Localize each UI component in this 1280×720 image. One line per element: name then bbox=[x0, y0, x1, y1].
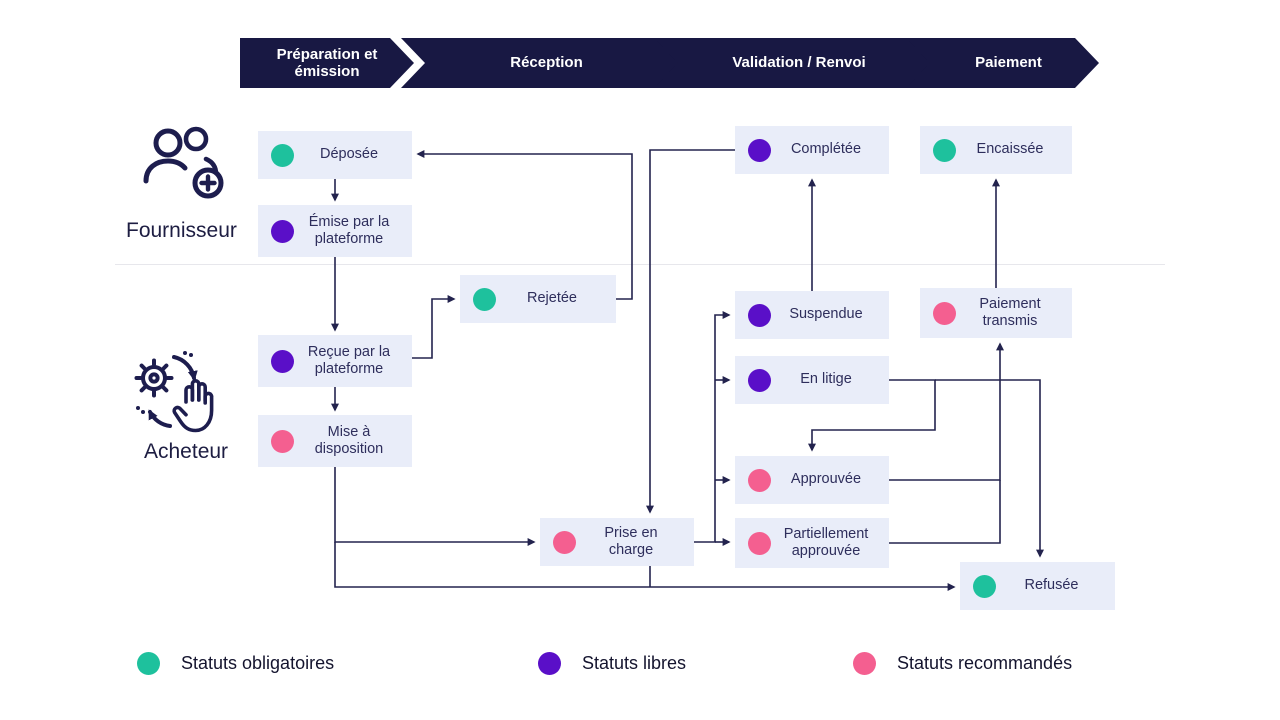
status-box-approuvee: Approuvée bbox=[735, 456, 889, 504]
arrow-recue-rejetee bbox=[412, 295, 456, 359]
arrow-approuvee-paiement bbox=[889, 342, 1004, 481]
phase-chevron-validation: Validation / Renvoi bbox=[654, 38, 932, 88]
arrow-prise-suspendue bbox=[694, 311, 731, 543]
status-box-partiellement: Partiellement approuvée bbox=[735, 518, 889, 568]
status-label: Encaissée bbox=[976, 141, 1044, 158]
lane-label-fournisseur: Fournisseur bbox=[126, 219, 237, 242]
status-label: Mise à disposition bbox=[314, 423, 384, 457]
lane-label-acheteur: Acheteur bbox=[144, 440, 229, 463]
phase-label: Réception bbox=[510, 54, 583, 72]
buyer-gear-hand-icon bbox=[134, 351, 214, 433]
status-box-emise: Émise par la plateforme bbox=[258, 205, 412, 257]
status-dot-obligatoire bbox=[271, 143, 294, 167]
status-dot-recommande bbox=[748, 531, 771, 555]
status-label: Paiement transmis bbox=[979, 295, 1041, 329]
arrow-completee-prise bbox=[646, 149, 735, 514]
arrow-partiellement-paiement-junction bbox=[889, 480, 1001, 544]
phase-chevron-reception: Réception bbox=[401, 38, 680, 88]
status-label: Complétée bbox=[790, 141, 862, 158]
legend-dot-libre bbox=[538, 652, 561, 675]
legend-item-libres: Statuts libres bbox=[538, 652, 686, 675]
status-dot-recommande bbox=[553, 530, 576, 554]
status-label: Rejetée bbox=[527, 290, 577, 307]
status-label: Émise par la plateforme bbox=[308, 213, 390, 247]
status-box-deposee: Déposée bbox=[258, 131, 412, 179]
legend-label: Statuts obligatoires bbox=[181, 653, 335, 673]
status-box-completee: Complétée bbox=[735, 126, 889, 174]
legend-item-recommandes: Statuts recommandés bbox=[853, 652, 1072, 675]
status-box-mise: Mise à disposition bbox=[258, 415, 412, 467]
status-label: Approuvée bbox=[790, 471, 862, 488]
arrow-mise-prise bbox=[334, 467, 536, 546]
status-box-prise: Prise en charge bbox=[540, 518, 694, 566]
status-box-paiement: Paiement transmis bbox=[920, 288, 1072, 338]
status-label: Partiellement approuvée bbox=[783, 525, 869, 559]
phase-label: Validation / Renvoi bbox=[732, 54, 866, 72]
phase-label: Préparation et émission bbox=[276, 45, 378, 80]
status-label: Déposée bbox=[319, 146, 379, 163]
status-box-encaissee: Encaissée bbox=[920, 126, 1072, 174]
status-dot-libre bbox=[271, 349, 294, 373]
phase-chevron-paiement: Paiement bbox=[906, 38, 1099, 88]
legend-label: Statuts recommandés bbox=[897, 653, 1073, 673]
status-box-suspendue: Suspendue bbox=[735, 291, 889, 339]
status-label: Refusée bbox=[1024, 577, 1079, 594]
arrow-enlitige-approuvee bbox=[808, 379, 936, 452]
swimlane-divider bbox=[115, 264, 1165, 265]
status-label: Suspendue bbox=[789, 306, 863, 323]
status-label: En litige bbox=[800, 371, 852, 388]
status-box-rejetee: Rejetée bbox=[460, 275, 616, 323]
status-box-recue: Reçue par la plateforme bbox=[258, 335, 412, 387]
status-label: Prise en charge bbox=[604, 524, 658, 558]
status-dot-obligatoire bbox=[933, 138, 956, 162]
status-dot-obligatoire bbox=[973, 574, 996, 598]
status-dot-recommande bbox=[748, 468, 771, 492]
status-dot-libre bbox=[271, 219, 294, 243]
status-label: Reçue par la plateforme bbox=[307, 343, 391, 377]
status-dot-libre bbox=[748, 368, 771, 392]
phase-chevron-preparation: Préparation et émission bbox=[240, 38, 414, 88]
arrow-enlitige-refusee bbox=[935, 379, 1044, 558]
status-box-refusee: Refusée bbox=[960, 562, 1115, 610]
legend-dot-obligatoire bbox=[137, 652, 160, 675]
arrow-mise-refusee bbox=[334, 542, 956, 591]
status-dot-recommande bbox=[271, 429, 294, 453]
legend-dot-recommande bbox=[853, 652, 876, 675]
legend-label: Statuts libres bbox=[582, 653, 687, 673]
status-dot-libre bbox=[748, 138, 771, 162]
status-dot-recommande bbox=[933, 301, 956, 325]
status-dot-libre bbox=[748, 303, 771, 327]
supplier-people-plus-icon bbox=[143, 126, 224, 199]
status-box-enlitige: En litige bbox=[735, 356, 889, 404]
legend-item-obligatoires: Statuts obligatoires bbox=[137, 652, 334, 675]
status-dot-obligatoire bbox=[473, 287, 496, 311]
phase-label: Paiement bbox=[975, 54, 1042, 72]
arrow-rejetee-deposee bbox=[416, 150, 633, 300]
